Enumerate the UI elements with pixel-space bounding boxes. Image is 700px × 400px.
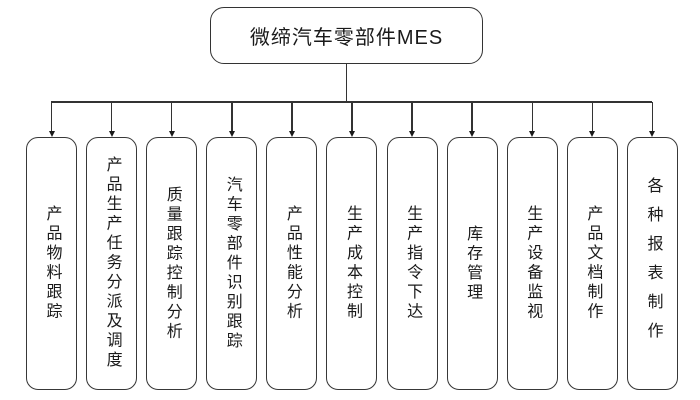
branch-node-production-order-release: 生产指令下达 — [386, 137, 438, 390]
connector-drop — [110, 102, 113, 131]
arrow-down-icon — [529, 131, 536, 137]
connector-drop — [591, 102, 594, 131]
arrow-down-icon — [48, 131, 55, 137]
branch-node-production-cost-control: 生产成本控制 — [326, 137, 378, 390]
branch-quality-tracking-control-analysis: 质量跟踪控制分析 — [146, 102, 198, 390]
branch-node-auto-parts-identification-tracking: 汽车零部件识别跟踪 — [206, 137, 258, 390]
arrow-down-icon — [348, 131, 355, 137]
branch-row: 产品物料跟踪 产品生产任务分派及调度 质量跟踪控制分析 汽车零部件识别跟踪 产品… — [26, 102, 678, 390]
arrow-down-icon — [108, 131, 115, 137]
branch-node-product-documentation: 产品文档制作 — [566, 137, 618, 390]
branch-node-quality-tracking-control-analysis: 质量跟踪控制分析 — [146, 137, 198, 390]
arrow-down-icon — [168, 131, 175, 137]
connector-drop — [50, 102, 53, 131]
branch-node-report-creation: 各种报表制作 — [626, 137, 678, 390]
branch-production-task-dispatch-scheduling: 产品生产任务分派及调度 — [86, 102, 138, 390]
branch-node-product-performance-analysis: 产品性能分析 — [266, 137, 318, 390]
branch-node-production-equipment-monitoring: 生产设备监视 — [506, 137, 558, 390]
branch-auto-parts-identification-tracking: 汽车零部件识别跟踪 — [206, 102, 258, 390]
arrow-down-icon — [469, 131, 476, 137]
arrow-down-icon — [288, 131, 295, 137]
branch-inventory-management: 库存管理 — [446, 102, 498, 390]
arrow-down-icon — [649, 131, 656, 137]
branch-product-performance-analysis: 产品性能分析 — [266, 102, 318, 390]
arrow-down-icon — [589, 131, 596, 137]
connector-drop — [651, 102, 654, 131]
arrow-down-icon — [409, 131, 416, 137]
connector-drop — [351, 102, 353, 131]
branch-product-documentation: 产品文档制作 — [566, 102, 618, 390]
branch-node-production-task-dispatch-scheduling: 产品生产任务分派及调度 — [86, 137, 138, 390]
branch-node-inventory-management: 库存管理 — [446, 137, 498, 390]
connector-drop — [411, 102, 413, 131]
branch-report-creation: 各种报表制作 — [626, 102, 678, 390]
arrow-down-icon — [228, 131, 235, 137]
connector-drop — [170, 102, 173, 131]
branch-production-order-release: 生产指令下达 — [386, 102, 438, 390]
connector-drop — [531, 102, 533, 131]
connector-drop — [291, 102, 293, 131]
connector-drop — [471, 102, 473, 131]
branch-product-material-tracking: 产品物料跟踪 — [26, 102, 77, 390]
connector-horizontal-bus — [51, 101, 652, 103]
connector-stem — [345, 64, 348, 102]
branch-production-cost-control: 生产成本控制 — [326, 102, 378, 390]
branch-node-product-material-tracking: 产品物料跟踪 — [26, 137, 77, 390]
branch-production-equipment-monitoring: 生产设备监视 — [506, 102, 558, 390]
root-node-label: 微缔汽车零部件MES — [249, 27, 444, 49]
root-node-mes: 微缔汽车零部件MES — [210, 7, 483, 64]
connector-drop — [231, 102, 233, 131]
